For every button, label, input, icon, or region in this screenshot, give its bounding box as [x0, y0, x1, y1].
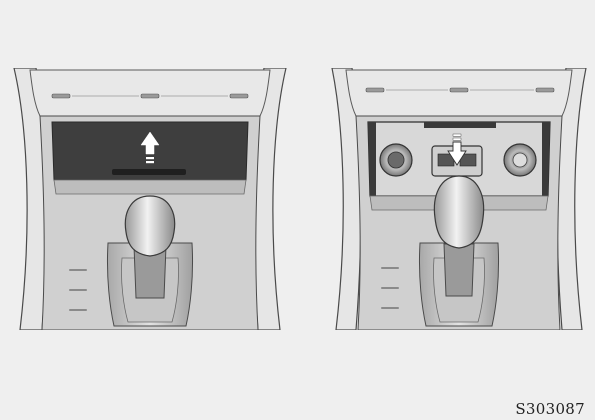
dash-strip — [30, 70, 270, 116]
dash-strip — [346, 70, 572, 116]
vent-slot — [52, 94, 70, 98]
console-cover-open-view — [328, 68, 590, 330]
vent-slot — [141, 94, 159, 98]
console-cover-closed-view — [10, 68, 290, 330]
vent-slot — [230, 94, 248, 98]
vent-slot — [536, 88, 554, 92]
round-socket — [380, 144, 412, 176]
vent-slot — [450, 88, 468, 92]
figure-id-label: S303087 — [515, 400, 585, 418]
power-outlet — [504, 144, 536, 176]
cover-edge — [424, 122, 496, 128]
vent-slot — [366, 88, 384, 92]
cover-handle-slot — [112, 169, 186, 175]
